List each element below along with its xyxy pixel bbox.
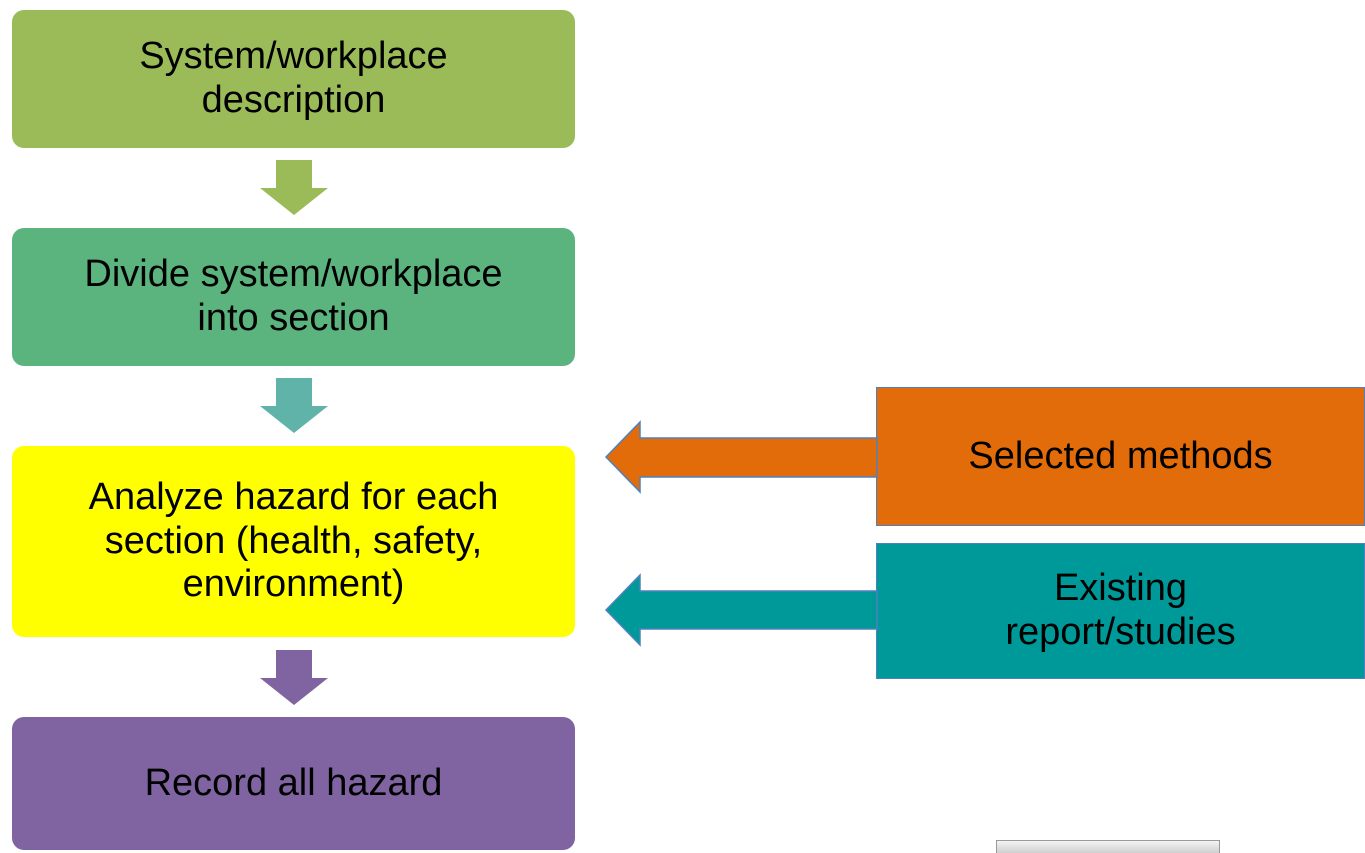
step-system-description-label: System/workplace description: [139, 35, 448, 121]
down-arrow-1: [260, 160, 328, 215]
input-existing-reports-label: Existing report/studies: [1005, 567, 1236, 653]
down-arrow-3: [260, 650, 328, 705]
step-divide-into-sections-label: Divide system/workplace into section: [84, 253, 503, 339]
input-selected-methods-label: Selected methods: [968, 434, 1273, 477]
input-selected-methods: Selected methods: [876, 387, 1365, 526]
slide-thumbnail-edge: [996, 840, 1220, 853]
step-analyze-hazard-label: Analyze hazard for each section (health,…: [88, 475, 499, 606]
input-existing-reports: Existing report/studies: [876, 543, 1365, 679]
step-divide-into-sections: Divide system/workplace into section: [12, 228, 575, 366]
left-arrow-existing-reports: [604, 573, 878, 647]
left-arrow-selected-methods: [604, 420, 878, 494]
step-system-description: System/workplace description: [12, 10, 575, 148]
step-record-hazard-label: Record all hazard: [144, 761, 443, 804]
step-record-hazard: Record all hazard: [12, 717, 575, 850]
down-arrow-2: [260, 378, 328, 433]
step-analyze-hazard: Analyze hazard for each section (health,…: [12, 446, 575, 637]
